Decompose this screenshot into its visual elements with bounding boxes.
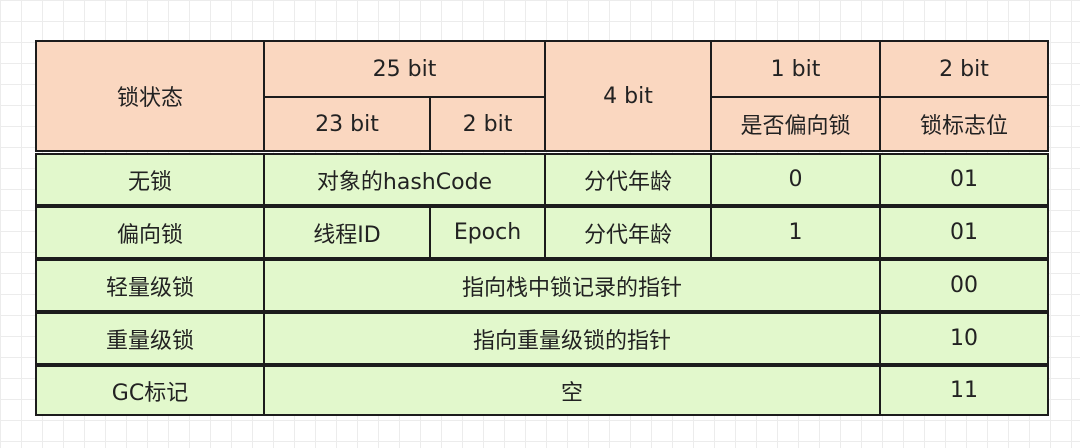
header-lock-state: 锁状态 bbox=[35, 40, 265, 152]
row-unlocked-biased: 0 bbox=[710, 153, 881, 206]
row-unlocked-state: 无锁 bbox=[35, 153, 265, 206]
row-biased-age: 分代年龄 bbox=[544, 206, 712, 259]
header-lock-flag: 锁标志位 bbox=[879, 96, 1049, 152]
row-lightweight-state: 轻量级锁 bbox=[35, 259, 265, 312]
header-25-bit: 25 bit bbox=[263, 40, 546, 98]
header-23-bit: 23 bit bbox=[263, 96, 431, 152]
row-gc-flag: 11 bbox=[879, 365, 1049, 416]
row-heavyweight-state: 重量级锁 bbox=[35, 312, 265, 365]
header-2-bit-flag: 2 bit bbox=[879, 40, 1049, 98]
row-gc-empty: 空 bbox=[263, 365, 881, 416]
row-unlocked-flag: 01 bbox=[879, 153, 1049, 206]
row-heavyweight-flag: 10 bbox=[879, 312, 1049, 365]
row-unlocked-age: 分代年龄 bbox=[544, 153, 712, 206]
row-lightweight-flag: 00 bbox=[879, 259, 1049, 312]
row-biased-biased: 1 bbox=[710, 206, 881, 259]
row-unlocked-hashcode: 对象的hashCode bbox=[263, 153, 546, 206]
row-heavyweight-pointer: 指向重量级锁的指针 bbox=[263, 312, 881, 365]
header-1-bit: 1 bit bbox=[710, 40, 881, 98]
row-lightweight-pointer: 指向栈中锁记录的指针 bbox=[263, 259, 881, 312]
header-4-bit: 4 bit bbox=[544, 40, 712, 152]
row-biased-state: 偏向锁 bbox=[35, 206, 265, 259]
row-biased-epoch: Epoch bbox=[429, 206, 546, 259]
header-biased-flag: 是否偏向锁 bbox=[710, 96, 881, 152]
row-biased-flag: 01 bbox=[879, 206, 1049, 259]
header-2-bit-epoch: 2 bit bbox=[429, 96, 546, 152]
row-biased-thread-id: 线程ID bbox=[263, 206, 431, 259]
row-gc-state: GC标记 bbox=[35, 365, 265, 416]
